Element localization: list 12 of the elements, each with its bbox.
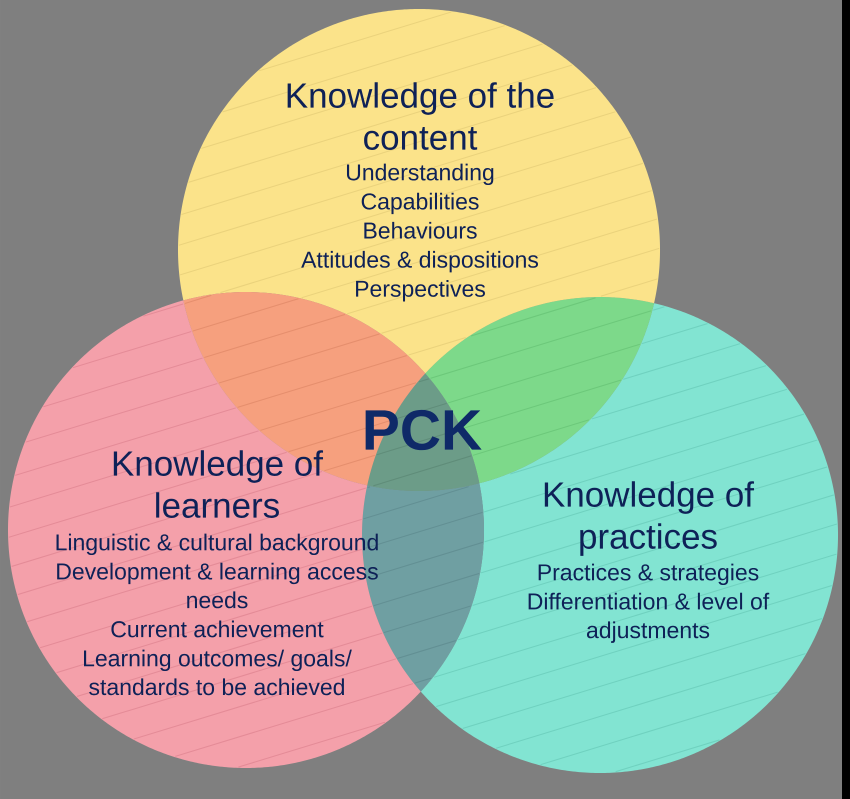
list-item: Perspectives	[356, 280, 485, 302]
list-item: Learning outcomes/ goals/ standards to be achieved	[84, 650, 352, 696]
list-item: Practices & strategies	[538, 564, 758, 586]
list-item: Differentiation & level of adjustments	[528, 592, 770, 643]
list-item: Attitudes & dispositions	[301, 250, 538, 272]
list-item: Understanding	[346, 164, 494, 186]
list-item: Behaviours	[364, 222, 477, 239]
circle-heading: Knowledge of learners	[114, 450, 324, 518]
circle-heading: Knowledge of practices	[544, 481, 754, 556]
circle-heading: Knowledge of the content	[288, 82, 554, 150]
list-item: Current achievement	[111, 620, 324, 638]
list-item: Capabilities	[362, 192, 479, 214]
